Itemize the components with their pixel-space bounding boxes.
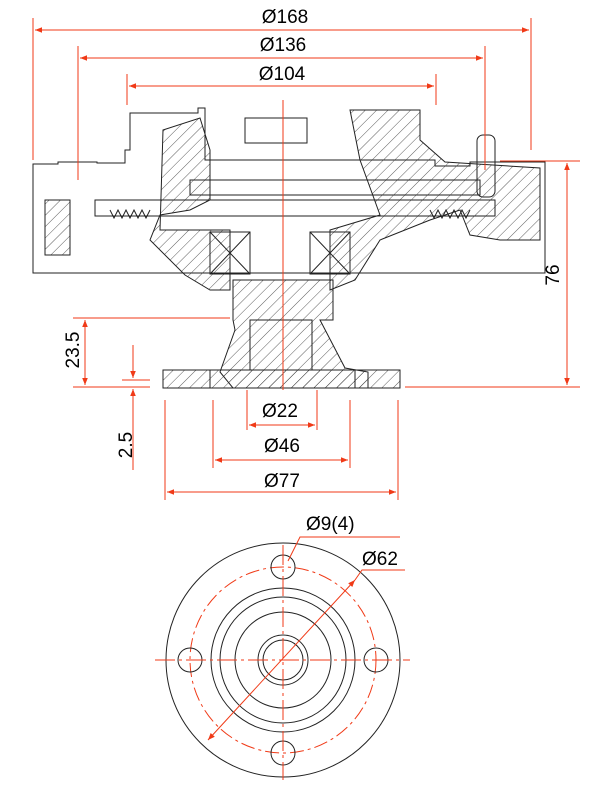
dim-136: Ø136 (77, 35, 486, 180)
dim-pcd-label: Ø62 (362, 549, 398, 570)
dim-22: Ø22 (246, 390, 318, 430)
dim-168: Ø168 (32, 7, 532, 160)
dim-76: 76 (405, 160, 580, 388)
dim-46: Ø46 (212, 400, 351, 468)
dim-104: Ø104 (126, 64, 437, 105)
dim-23-5: 23.5 (63, 317, 230, 388)
dim-76-label: 76 (543, 264, 564, 285)
dim-77: Ø77 (164, 400, 399, 500)
dim-104-label: Ø104 (259, 64, 306, 85)
dim-2-5: 2.5 (116, 345, 150, 470)
dim-23-5-label: 23.5 (63, 332, 84, 369)
dim-77-label: Ø77 (264, 471, 300, 492)
dim-168-label: Ø168 (262, 7, 308, 28)
dim-136-label: Ø136 (260, 35, 306, 56)
dim-2-5-label: 2.5 (116, 432, 137, 458)
flange-bottom-view: Ø9(4) Ø62 (155, 514, 410, 780)
dim-22-label: Ø22 (262, 401, 298, 422)
side-section-view (32, 107, 546, 389)
dim-46-label: Ø46 (264, 436, 300, 457)
dim-holes-label: Ø9(4) (306, 514, 355, 535)
